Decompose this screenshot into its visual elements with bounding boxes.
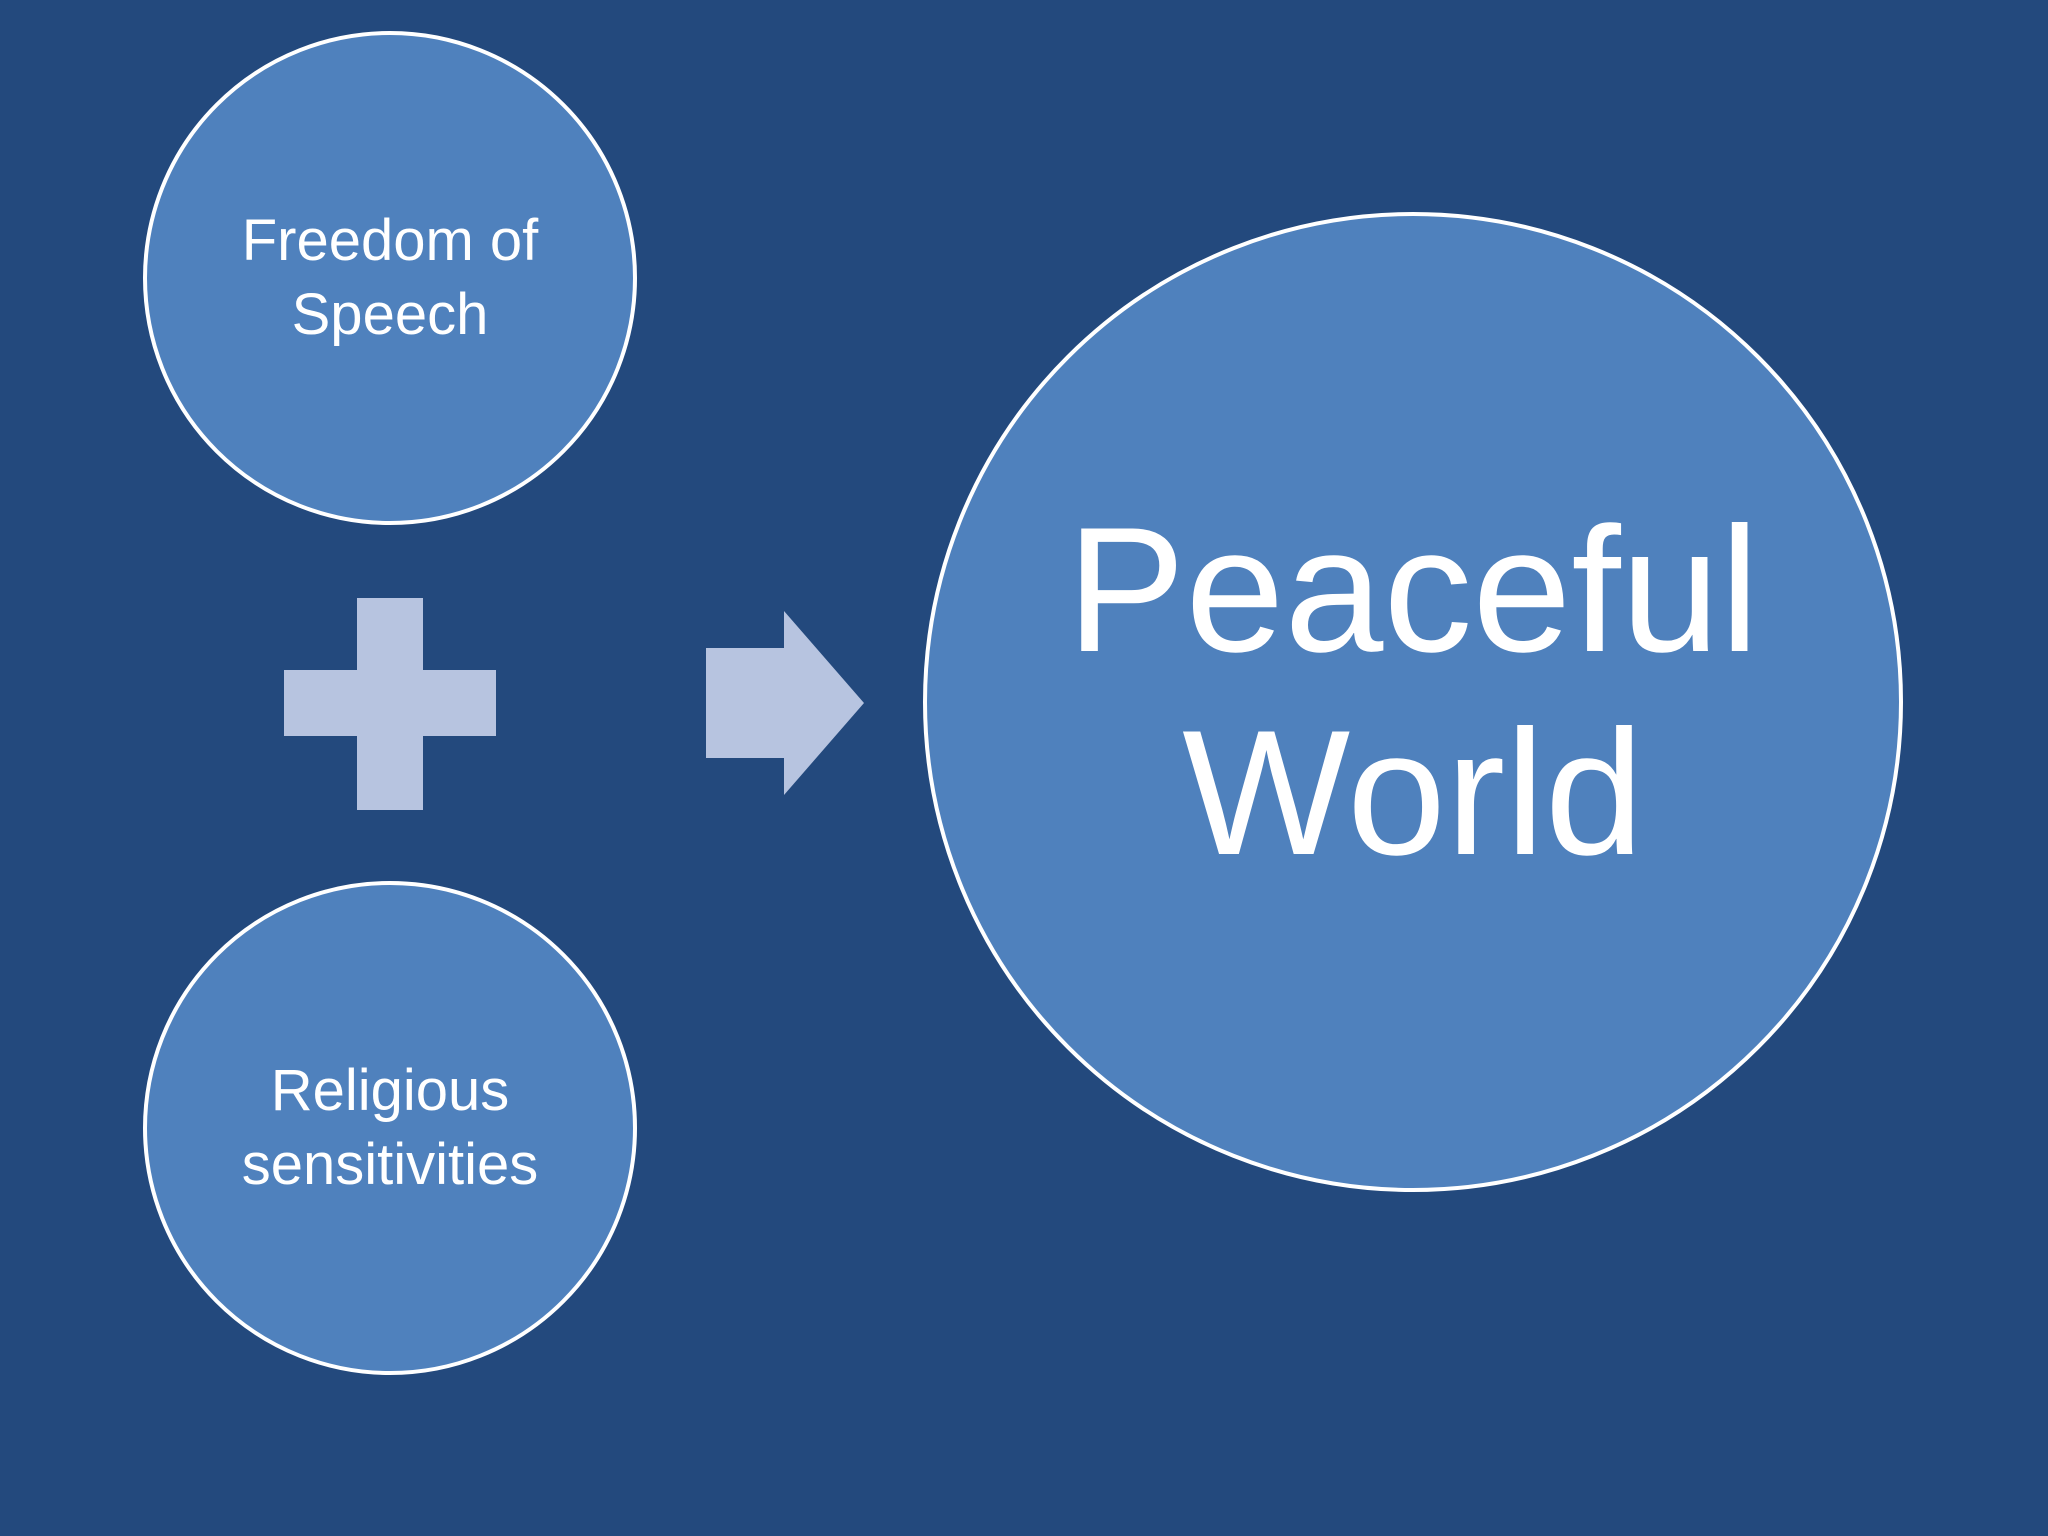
input-circle-freedom-of-speech: Freedom of Speech (143, 31, 637, 525)
arrow-right-icon-shape (706, 611, 864, 795)
plus-icon-shape (284, 598, 496, 810)
input-label-religious-sensitivities: Religious sensitivities (241, 1057, 539, 1197)
input-label-freedom-of-speech: Freedom of Speech (241, 207, 539, 347)
plus-icon (284, 598, 496, 810)
input-circle-religious-sensitivities: Religious sensitivities (143, 881, 637, 1375)
result-circle-peaceful-world: Peaceful World (923, 212, 1903, 1192)
result-label-peaceful-world: Peaceful World (1066, 490, 1760, 892)
arrow-right-icon (706, 611, 864, 795)
